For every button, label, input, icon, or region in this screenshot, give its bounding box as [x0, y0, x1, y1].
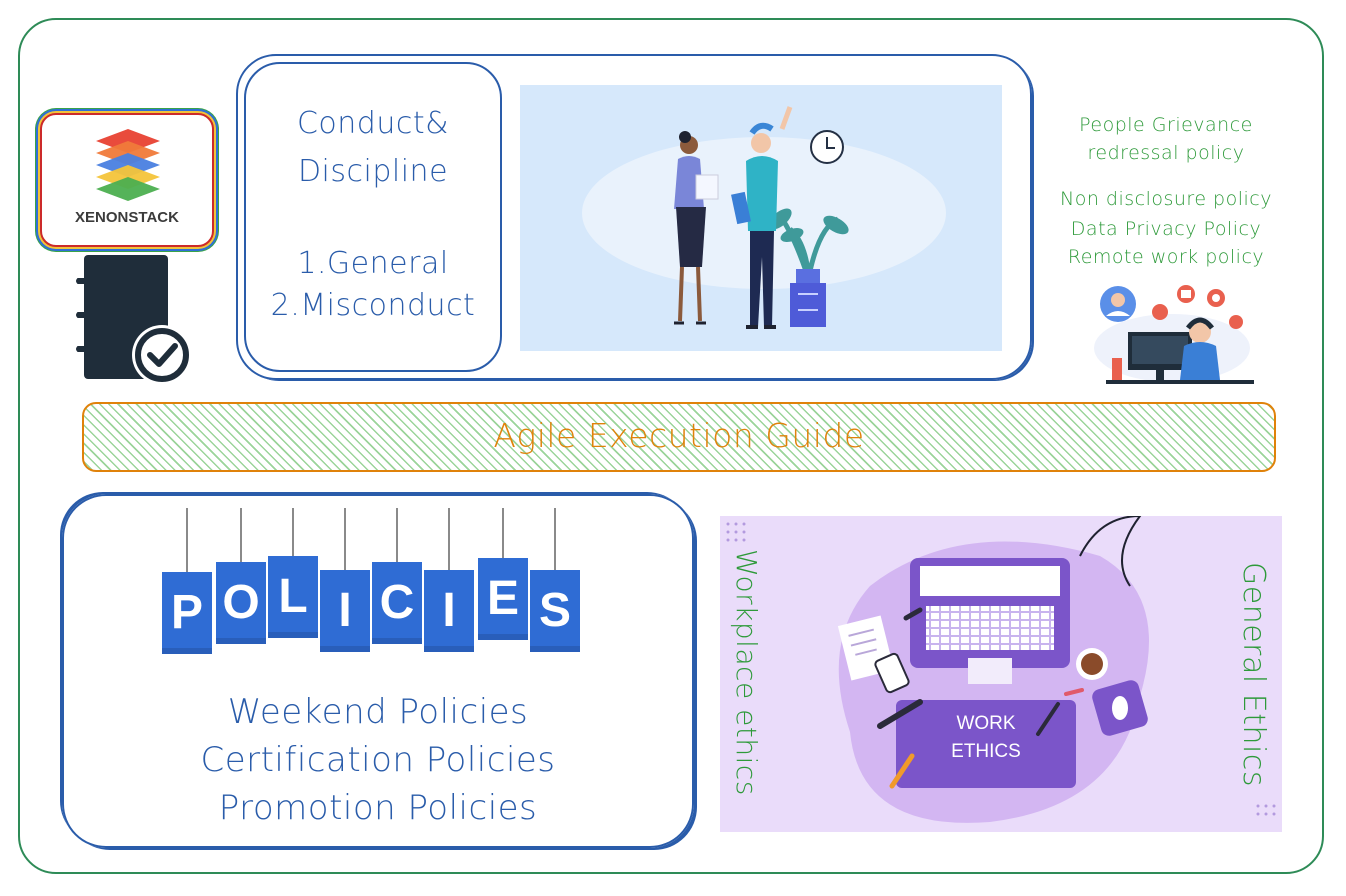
- agile-execution-guide-title: Agile Execution Guide: [493, 416, 865, 455]
- xenonstack-logo: XENONSTACK: [40, 113, 214, 247]
- policies-tag-letter: P: [162, 572, 212, 654]
- conduct-card: Conduct& Discipline 1.General 2.Miscondu…: [244, 62, 502, 372]
- policies-tag-letter: L: [268, 556, 318, 638]
- policy-non-disclosure: Non disclosure policy: [1059, 188, 1272, 210]
- agile-execution-guide-bar: Agile Execution Guide: [82, 402, 1276, 472]
- policies-tag-letter: O: [216, 562, 266, 644]
- tag-string: [554, 508, 556, 572]
- conduct-item-misconduct: 2.Misconduct: [270, 288, 476, 323]
- outer-frame: [18, 18, 1324, 874]
- remote-work-illustration: [1094, 285, 1254, 384]
- tag-string: [292, 508, 294, 558]
- policies-section-frame: [62, 494, 694, 848]
- policies-hanging-tags: P O L I C I E S: [150, 508, 590, 668]
- work-ethics-label: WORK ETHICS: [896, 710, 1076, 766]
- conduct-title-line1: Conduct&: [296, 106, 450, 141]
- conduct-illustration: [520, 85, 1002, 351]
- conduct-title-line2: Discipline: [297, 154, 449, 189]
- policy-weekend: Weekend Policies: [227, 692, 529, 732]
- policy-promotion: Promotion Policies: [218, 788, 538, 828]
- work-ethics-label-line2: ETHICS: [951, 741, 1021, 762]
- tag-string: [344, 508, 346, 572]
- policies-tag-letter: E: [478, 558, 528, 640]
- tag-string: [240, 508, 242, 564]
- policies-tag-letter: S: [530, 570, 580, 652]
- tag-string: [448, 508, 450, 572]
- policies-tag-letter: I: [424, 570, 474, 652]
- policies-tag-letter: C: [372, 562, 422, 644]
- policies-tag-letter: I: [320, 570, 370, 652]
- conduct-section-frame: [236, 54, 1032, 380]
- tag-string: [396, 508, 398, 564]
- general-ethics-vertical: General Ethics: [1236, 561, 1271, 787]
- layers-icon: [96, 129, 160, 201]
- policy-remote-work: Remote work policy: [1067, 246, 1265, 268]
- policy-certification: Certification Policies: [200, 740, 556, 780]
- policy-data-privacy: Data Privacy Policy: [1070, 218, 1262, 240]
- policy-grievance-line2: redressal policy: [1087, 142, 1245, 164]
- conduct-item-general: 1.General: [297, 246, 449, 281]
- tag-string: [186, 508, 188, 574]
- workplace-ethics-vertical: Workplace ethics: [730, 548, 763, 796]
- logo-brand-text: XENONSTACK: [75, 209, 179, 226]
- work-ethics-label-line1: WORK: [956, 713, 1016, 734]
- policy-grievance-line1: People Grievance: [1079, 114, 1253, 136]
- notebook-check-icon: [72, 255, 192, 385]
- work-ethics-illustration: WORK ETHICS Workplace ethics General Eth…: [720, 516, 1282, 832]
- tag-string: [502, 508, 504, 560]
